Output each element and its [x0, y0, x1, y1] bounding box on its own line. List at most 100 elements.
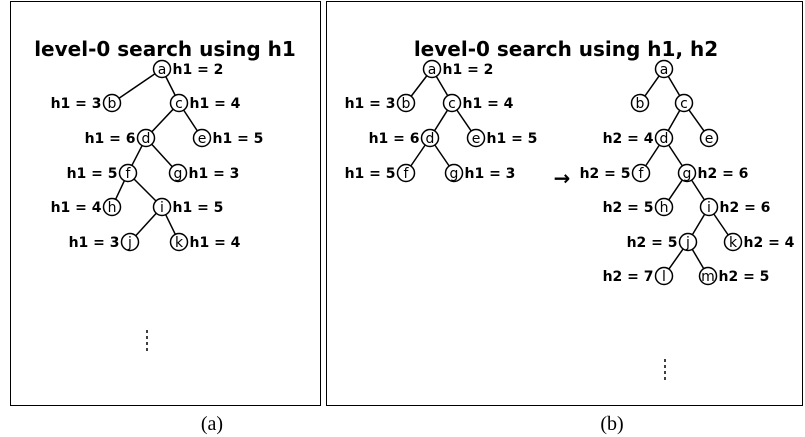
tree-b-right-edge-c-e [688, 109, 705, 132]
tree-b-right-node-b-circle [630, 93, 650, 113]
panel-a-frame [10, 1, 321, 406]
tree-b-right-edge-i-j [691, 213, 706, 236]
tree-b-right-node-b-letter: b [636, 96, 645, 112]
tree-b-right-node-h-label: h2 = 5 [603, 200, 654, 216]
tree-a-edge-c-d [151, 108, 174, 133]
tree-b-right-node-d: dh2 = 4 [603, 128, 674, 148]
tree-b-left-edge-a-c [435, 75, 449, 97]
tree-b-left-node-e-letter: e [472, 131, 481, 147]
tree-b-right-node-e: e [699, 128, 719, 148]
tree-a-node-j-circle [120, 232, 140, 252]
tree-b-right-node-k-circle [723, 232, 743, 252]
tree-b-right-node-f-letter: f [639, 166, 645, 182]
tree-a-node-e-circle [192, 128, 212, 148]
tree-a-edge-f-h [114, 180, 126, 200]
tree-b-right-node-k-label: h2 = 4 [744, 235, 795, 251]
tree-b-left-node-f-label: h1 = 5 [345, 166, 396, 182]
tree-b-left-node-c-circle [442, 93, 462, 113]
tree-a-node-b-label: h1 = 3 [51, 96, 102, 112]
tree-a-node-j-letter: j [127, 235, 132, 251]
tree-a-edge-i-k [165, 214, 176, 235]
tree-b-right-node-h-letter: h [660, 200, 669, 216]
tree-b-right-node-l-circle [654, 266, 674, 286]
tree-b-left-node-f-circle [396, 163, 416, 183]
caption-b: (b) [600, 413, 623, 435]
tree-a-node-g-letter: g [174, 166, 183, 182]
tree-b-left-node-e-circle [466, 128, 486, 148]
tree-a-node-h-circle [102, 197, 122, 217]
tree-b-right-node-k: k h2 = 4 [723, 232, 795, 252]
tree-a-edge-c-e [183, 109, 198, 132]
tree-b-right-node-h-circle [654, 197, 674, 217]
tree-b-left-node-b-letter: b [402, 96, 411, 112]
tree-a-node-h-letter: h [108, 200, 117, 216]
tree-a-node-f-circle [118, 163, 138, 183]
tree-a-edge-a-c [165, 76, 176, 96]
tree-b-left-edge-c-e [456, 109, 472, 132]
tree-a-node-c-circle [169, 93, 189, 113]
tree-a-node-c-label: h1 = 4 [190, 96, 241, 112]
tree-b-right-edge-g-h [668, 179, 683, 201]
tree-b-right-edge-d-g [668, 144, 683, 167]
tree-b-right-node-h: h h2 = 5 [603, 197, 674, 217]
tree-a-node-j: jh1 = 3 [69, 232, 140, 252]
tree-a-node-b: bh1 = 3 [51, 93, 122, 113]
tree-b-right-node-j-label: h2 = 5 [627, 235, 678, 251]
tree-b-right-node-l-letter: l [662, 269, 666, 285]
panel-b-frame [326, 1, 803, 406]
tree-a-node-e-label: h1 = 5 [213, 131, 264, 147]
tree-b-left-node-b-circle [396, 93, 416, 113]
tree-a-node-i-label: h1 = 5 [173, 200, 224, 216]
tree-a-node-d-circle [136, 128, 156, 148]
tree-a-node-a-letter: a [158, 62, 167, 78]
tree-a-node-d-letter: d [142, 131, 151, 147]
tree-b-right-edge-i-k [713, 213, 729, 236]
tree-b-left-node-a-letter: a [428, 62, 437, 78]
tree-a-node-g-circle [168, 163, 188, 183]
tree-b-right-node-a-circle [654, 59, 674, 79]
panel-b-title: level-0 search using h1, h2 [414, 37, 718, 61]
tree-b-left-node-d-label: h1 = 6 [369, 131, 420, 147]
tree-b-right-edge-a-c [667, 75, 681, 97]
tree-b-right-edge-j-l [668, 248, 684, 270]
tree-b-right-edge-c-d [667, 110, 681, 131]
tree-b-right-node-f-label: h2 = 5 [580, 166, 631, 182]
tree-a-node-f-label: h1 = 5 [67, 166, 118, 182]
tree-b-right-node-f-circle [631, 163, 651, 183]
tree-a-node-e-letter: e [198, 131, 207, 147]
tree-b-right-node-m-circle [698, 266, 718, 286]
tree-a-node-i-circle [152, 197, 172, 217]
tree-b-right-node-l: lh2 = 7 [603, 266, 674, 286]
tree-b-right-edge-j-m [691, 248, 705, 270]
panel-a-title: level-0 search using h1 [34, 37, 296, 61]
tree-a-node-k-circle [169, 232, 189, 252]
tree-a-node-c-letter: c [175, 96, 183, 112]
tree-a-node-d-label: h1 = 6 [85, 131, 136, 147]
tree-a-node-a-circle [152, 59, 172, 79]
tree-b-right-node-j-letter: j [685, 235, 690, 251]
transition-arrow: → [554, 166, 571, 190]
tree-b-right-node-a-letter: a [660, 62, 669, 78]
tree-a-edge-f-i [133, 178, 157, 202]
tree-b-right-node-d-label: h2 = 4 [603, 131, 654, 147]
tree-b-right-node-m-label: h2 = 5 [719, 269, 770, 285]
tree-b-left-node-a-circle [422, 59, 442, 79]
tree-b-right-node-g-letter: g [683, 166, 692, 182]
tree-a-node-h-label: h1 = 4 [51, 200, 102, 216]
tree-a-node-g-label: h1 = 3 [189, 166, 240, 182]
tree-a-edge-a-b [118, 73, 156, 99]
tree-b-left-node-g-letter: g [450, 166, 459, 182]
tree-b-right-node-i-circle [699, 197, 719, 217]
tree-b-right-node-k-letter: k [729, 235, 738, 251]
tree-b-left-node-d: dh1 = 6 [369, 128, 440, 148]
tree-b-right-edge-a-b [644, 75, 660, 97]
